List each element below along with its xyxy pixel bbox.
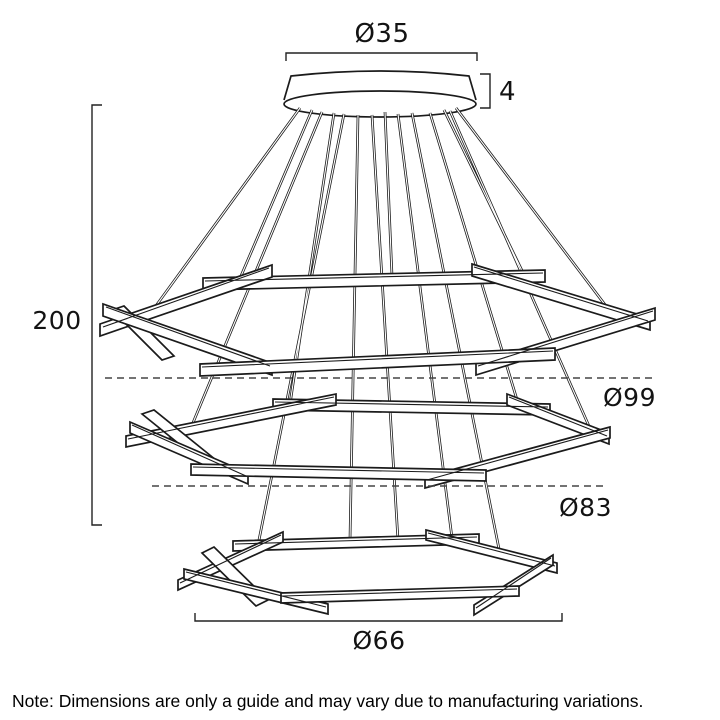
middle-tier-diameter-label: Ø83 [559,493,612,522]
canopy-diameter-label: Ø35 [354,19,410,49]
led-bar-edge-lines [127,396,609,481]
led-bar-edge-lines [102,266,654,368]
canopy-height-label: 4 [499,77,517,107]
tier-middle-ring [125,392,611,490]
led-bar [475,306,656,377]
suspension-wires [148,107,614,555]
bottom-tier-diameter-dim-line [194,613,563,622]
bottom-tier-diameter-label: Ø66 [352,626,406,655]
canopy-body [283,70,477,101]
manufacturing-note: Note: Dimensions are only a guide and ma… [12,691,644,711]
suspension-wire [148,107,614,555]
canopy-height-dim-bracket [480,73,491,109]
dimension-lines [91,52,652,622]
led-bar [199,347,556,377]
led-bar-edge-lines [179,532,556,609]
tier-top-ring [99,262,656,377]
suspension-wire-highlight [149,107,613,555]
canopy [283,70,477,118]
canopy-diameter-dim-line [285,52,478,61]
canopy-base-ellipse [283,90,477,118]
overall-drop-label: 200 [32,306,82,335]
tier-bottom-ring [177,528,558,617]
overall-drop-dim-bracket [91,104,102,526]
top-tier-diameter-label: Ø99 [603,383,656,412]
